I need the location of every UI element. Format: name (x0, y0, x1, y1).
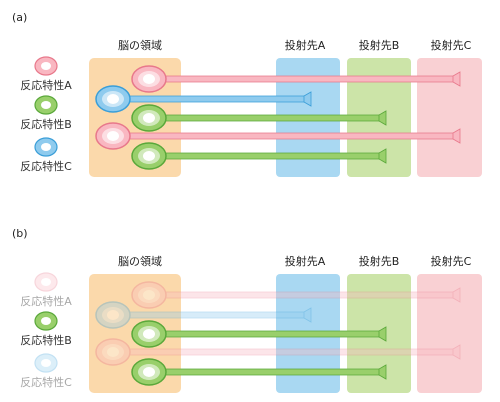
neuron-soma (131, 281, 167, 309)
neuron-nucleus (143, 151, 155, 161)
legend-label: 反応特性B (20, 117, 72, 131)
axon (122, 132, 458, 140)
neuron (131, 65, 461, 93)
axon-terminal (452, 287, 461, 303)
legend-cell-core-icon (41, 317, 51, 325)
projection-target-label: 投射先B (359, 38, 400, 52)
neuron (131, 281, 461, 309)
legend-item (34, 95, 58, 115)
legend-item (34, 137, 58, 157)
panel-label: (a) (12, 11, 27, 24)
axon (122, 95, 309, 103)
axon (122, 348, 458, 356)
neuron-soma-inner (102, 344, 124, 360)
neuron (131, 358, 387, 386)
projection-target-label: 投射先A (285, 254, 326, 268)
projection-target-label: 投射先B (359, 254, 400, 268)
neuron-nucleus (143, 367, 155, 377)
legend-cell-icon (34, 272, 58, 292)
legend-label: 反応特性C (20, 375, 72, 389)
axon-terminal (378, 110, 387, 126)
axon-terminal (378, 364, 387, 380)
legend-label: 反応特性A (20, 294, 72, 308)
panel-a: (a) 脳の領域 投射先A 投射先B 投射先C 反応特性A 反応特性B 反応特性C (12, 11, 482, 177)
neuron-nucleus (107, 131, 119, 141)
legend-label: 反応特性A (20, 78, 72, 92)
neuron (95, 301, 312, 329)
projection-target-box (417, 274, 482, 393)
legend-label: 反応特性B (20, 333, 72, 347)
projection-target-label: 投射先C (431, 254, 472, 268)
neuron-nucleus (143, 329, 155, 339)
neuron (95, 338, 461, 366)
legend-cell-core-icon (41, 278, 51, 286)
legend-label: 反応特性C (20, 159, 72, 173)
neuron-soma-inner (138, 287, 160, 303)
axon (122, 311, 309, 319)
brain-region-label: 脳の領域 (118, 38, 162, 52)
axon (158, 368, 384, 376)
axon-terminal (452, 71, 461, 87)
panel-label: (b) (12, 227, 28, 240)
neuron-soma (95, 338, 131, 366)
neuron-nucleus (143, 290, 155, 300)
legend-item (34, 353, 58, 373)
neuron (95, 85, 312, 113)
axon-terminal (378, 326, 387, 342)
neuron-nucleus (107, 94, 119, 104)
legend-item (34, 311, 58, 331)
legend-item (34, 56, 58, 76)
legend-item (34, 272, 58, 292)
axon (158, 330, 384, 338)
neuron (131, 320, 387, 348)
axon (158, 152, 384, 160)
neuron (95, 122, 461, 150)
neuron-nucleus (143, 113, 155, 123)
legend-cell-core-icon (41, 101, 51, 109)
axon-terminal (452, 128, 461, 144)
projection-target-box (417, 58, 482, 177)
brain-region-label: 脳の領域 (118, 254, 162, 268)
projection-target-label: 投射先A (285, 38, 326, 52)
axon (158, 75, 458, 83)
neuron-soma-inner (102, 307, 124, 323)
neuron (131, 104, 387, 132)
axon-terminal (378, 148, 387, 164)
neuron (131, 142, 387, 170)
axon-terminal (303, 307, 312, 323)
legend-cell-core-icon (41, 62, 51, 70)
panel-b: (b) 脳の領域 投射先A 投射先B 投射先C 反応特性A 反応特性B 反応特性C (12, 227, 482, 393)
projection-target-label: 投射先C (431, 38, 472, 52)
axon-terminal (303, 91, 312, 107)
neuron-soma (95, 301, 131, 329)
neuron-nucleus (143, 74, 155, 84)
legend-cell-core-icon (41, 143, 51, 151)
axon (158, 114, 384, 122)
legend-cell-icon (34, 353, 58, 373)
axon-terminal (452, 344, 461, 360)
legend-cell-core-icon (41, 359, 51, 367)
neuron-nucleus (107, 347, 119, 357)
neuron-nucleus (107, 310, 119, 320)
axon (158, 291, 458, 299)
